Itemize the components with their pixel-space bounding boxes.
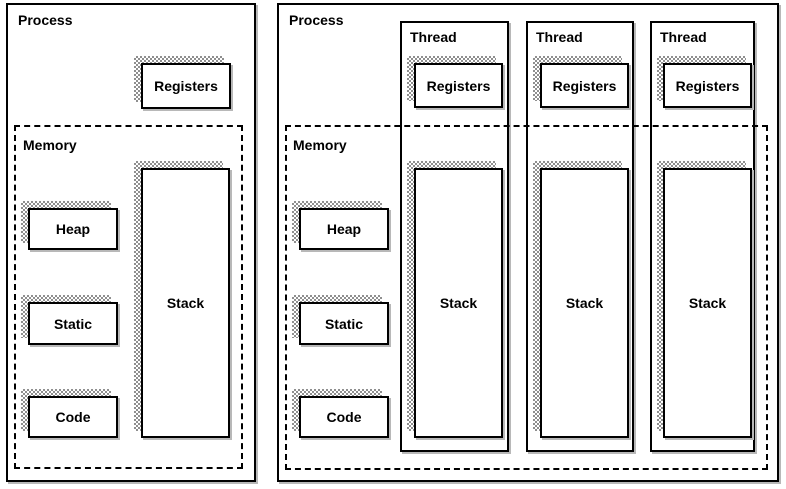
stack-box: Stack [663, 168, 752, 438]
registers-label: Registers [426, 77, 491, 94]
registers-box: Registers [141, 63, 231, 109]
thread-title: Thread [660, 29, 707, 45]
static-box: Static [28, 302, 118, 345]
process-title: Process [289, 12, 344, 28]
heap-label: Heap [326, 221, 362, 237]
registers-box: Registers [540, 63, 629, 108]
stack-label: Stack [565, 295, 604, 311]
static-box: Static [299, 302, 389, 345]
code-label: Code [55, 409, 91, 425]
registers-label: Registers [552, 77, 617, 94]
code-box: Code [28, 396, 118, 438]
thread-title: Thread [410, 29, 457, 45]
memory-region [285, 125, 768, 470]
registers-box: Registers [414, 63, 503, 108]
memory-title: Memory [23, 137, 77, 153]
heap-box: Heap [299, 208, 389, 250]
process-title: Process [18, 12, 73, 28]
heap-box: Heap [28, 208, 118, 250]
heap-label: Heap [55, 221, 91, 237]
code-box: Code [299, 396, 389, 438]
registers-label: Registers [154, 78, 218, 94]
thread-box: Thread Registers Stack [650, 21, 755, 452]
thread-box: Thread Registers Stack [400, 21, 509, 452]
stack-box: Stack [414, 168, 503, 438]
registers-box: Registers [663, 63, 752, 108]
thread-box: Thread Registers Stack [526, 21, 634, 452]
static-label: Static [324, 315, 364, 332]
stack-label: Stack [166, 295, 205, 311]
thread-title: Thread [536, 29, 583, 45]
static-label: Static [53, 315, 93, 332]
stack-label: Stack [688, 295, 727, 311]
stack-box: Stack [141, 168, 230, 438]
registers-label: Registers [675, 77, 740, 94]
memory-region [14, 125, 243, 469]
stack-box: Stack [540, 168, 629, 438]
stack-label: Stack [439, 295, 478, 311]
memory-title: Memory [293, 137, 347, 153]
code-label: Code [326, 409, 362, 425]
